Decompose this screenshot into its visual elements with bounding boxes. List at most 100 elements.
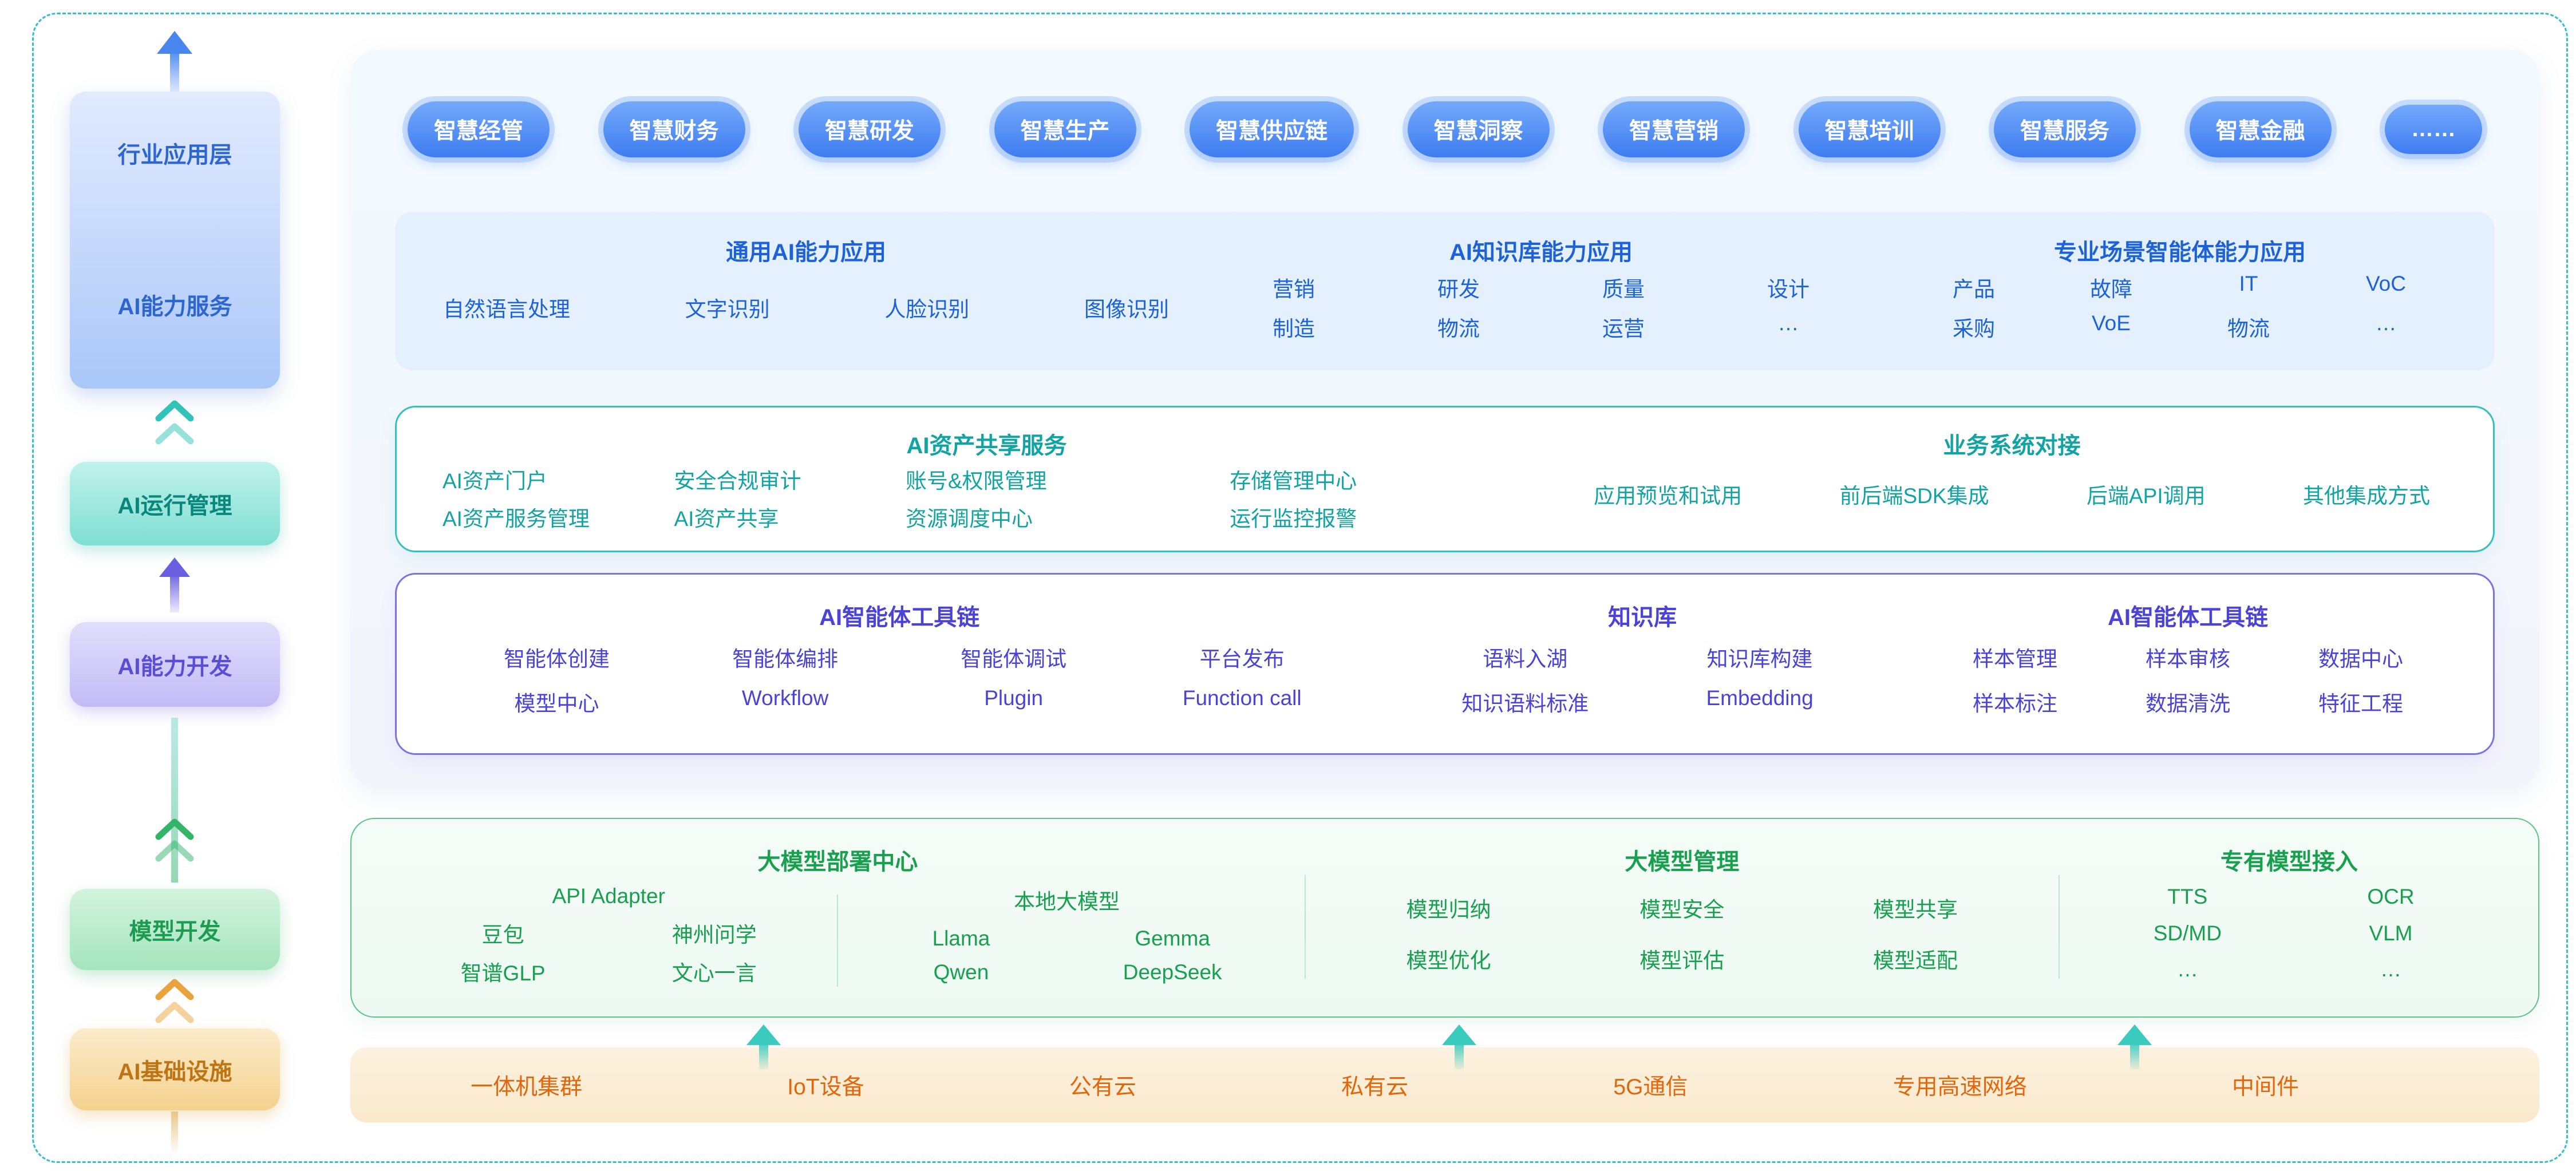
asset-share-group: AI资产共享服务 AI资产门户 安全合规审计 账号&权限管理 存储管理中心 AI… xyxy=(442,427,1531,531)
dev-item: 知识库构建 xyxy=(1706,647,1813,671)
vertical-divider xyxy=(837,895,839,987)
industry-app-pill: 智慧供应链 xyxy=(1190,101,1354,157)
knowledge-base-group: 知识库 语料入湖 知识库构建 知识语料标准 Embedding xyxy=(1408,599,1877,727)
model-item: DeepSeek xyxy=(1123,960,1222,984)
layer-label: AI运行管理 xyxy=(117,493,232,519)
runtime-item: 运行监控报警 xyxy=(1230,507,1357,531)
capability-item: 产品 xyxy=(1953,278,1995,301)
integration-items: 应用预览和试用 前后端SDK集成 后端API调用 其他集成方式 xyxy=(1577,460,2447,528)
model-management-group: 大模型管理 模型归纳 模型安全 模型共享 模型优化 模型评估 模型适配 xyxy=(1332,843,2032,990)
group-title: 业务系统对接 xyxy=(1943,433,2081,458)
capability-item: 物流 xyxy=(1437,317,1480,341)
dev-item: Workflow xyxy=(741,686,829,710)
dev-item: Embedding xyxy=(1706,686,1814,710)
model-item: 模型安全 xyxy=(1639,898,1725,922)
agent-toolchain-items: 智能体创建 智能体编排 智能体调试 平台发布 模型中心 Workflow Plu… xyxy=(442,632,1356,727)
runtime-item: 资源调度中心 xyxy=(905,507,1033,531)
model-item: 模型优化 xyxy=(1406,948,1491,972)
model-item: 智谱GLP xyxy=(460,961,546,985)
dev-item: 知识语料标准 xyxy=(1461,691,1589,715)
sidebar-layer-infrastructure: AI基础设施 xyxy=(70,1028,280,1110)
model-item: SD/MD xyxy=(2153,921,2222,945)
model-item: 模型评估 xyxy=(1639,948,1725,972)
runtime-item: AI资产门户 xyxy=(442,469,547,493)
layer-label-industry-app: 行业应用层 xyxy=(117,143,232,168)
up-arrow-icon xyxy=(159,557,190,612)
model-deploy-group: 大模型部署中心 API Adapter 豆包 神州问学 智谱GLP 文心一言 本… xyxy=(397,843,1278,990)
model-item: … xyxy=(2176,957,2198,981)
subgroup-title: 本地大模型 xyxy=(1014,890,1120,913)
system-integration-group: 业务系统对接 应用预览和试用 前后端SDK集成 后端API调用 其他集成方式 xyxy=(1577,427,2447,528)
layer-label: 模型开发 xyxy=(129,919,221,944)
model-development-section: 大模型部署中心 API Adapter 豆包 神州问学 智谱GLP 文心一言 本… xyxy=(350,818,2539,1018)
group-title: 通用AI能力应用 xyxy=(726,240,886,265)
capability-item: 采购 xyxy=(1953,317,1995,341)
capability-item: 运营 xyxy=(1602,317,1645,341)
dev-item: Plugin xyxy=(984,686,1044,710)
capability-item: 文字识别 xyxy=(685,297,770,321)
agent-toolchain-group: AI智能体工具链 智能体创建 智能体编排 智能体调试 平台发布 模型中心 Wor… xyxy=(442,599,1356,727)
industry-app-pill: 智慧经管 xyxy=(408,101,550,157)
runtime-management-section: AI资产共享服务 AI资产门户 安全合规审计 账号&权限管理 存储管理中心 AI… xyxy=(395,406,2495,552)
dev-item: 样本管理 xyxy=(1973,647,2057,671)
infrastructure-bar: 一体机集群 IoT设备 公有云 私有云 5G通信 专用高速网络 中间件 xyxy=(350,1047,2539,1122)
api-adapter-items: 豆包 神州问学 智谱GLP 文心一言 xyxy=(397,914,820,990)
dev-item: 样本标注 xyxy=(1973,691,2057,715)
local-models-items: Llama Gemma Qwen DeepSeek xyxy=(855,921,1278,990)
up-arrow-icon xyxy=(746,1024,781,1069)
dev-item: 数据清洗 xyxy=(2146,691,2230,715)
ai-capability-section: 通用AI能力应用 自然语言处理 文字识别 人脸识别 图像识别 AI知识库能力应用… xyxy=(395,212,2495,370)
capability-item: 图像识别 xyxy=(1084,297,1169,321)
infra-item: 5G通信 xyxy=(1613,1074,1688,1099)
model-item: VLM xyxy=(2369,921,2413,945)
group-title: AI资产共享服务 xyxy=(906,433,1067,458)
knowledge-base-items: 语料入湖 知识库构建 知识语料标准 Embedding xyxy=(1408,632,1877,727)
sidebar-layer-application: 行业应用层 AI能力服务 xyxy=(70,92,280,389)
group-title: AI智能体工具链 xyxy=(819,605,980,630)
group-title: 知识库 xyxy=(1608,605,1677,630)
group-title: AI智能体工具链 xyxy=(2108,605,2268,630)
group-title: 专有模型接入 xyxy=(2220,849,2358,875)
industry-app-pill: 智慧服务 xyxy=(1994,101,2136,157)
api-adapter-subgroup: API Adapter 豆包 神州问学 智谱GLP 文心一言 xyxy=(397,884,820,990)
model-item: OCR xyxy=(2367,885,2415,909)
knowledge-ai-items: 营销 研发 质量 设计 制造 物流 运营 … xyxy=(1211,267,1871,347)
layer-label: AI能力开发 xyxy=(117,654,232,679)
data-toolchain-group: AI智能体工具链 样本管理 样本审核 数据中心 样本标注 数据清洗 特征工程 xyxy=(1929,599,2447,727)
model-item: 模型适配 xyxy=(1872,948,1958,972)
dev-item: 数据中心 xyxy=(2318,647,2403,671)
dev-item: 样本审核 xyxy=(2146,647,2230,671)
capability-item: 设计 xyxy=(1767,278,1809,301)
chevron-up-icon xyxy=(155,979,194,1023)
capability-item: 质量 xyxy=(1602,278,1645,301)
vertical-divider xyxy=(1304,875,1306,979)
runtime-item: AI资产服务管理 xyxy=(442,507,590,531)
industry-app-pill: 智慧生产 xyxy=(994,101,1136,157)
capability-item: 制造 xyxy=(1273,317,1315,341)
runtime-item: 存储管理中心 xyxy=(1230,469,1357,493)
dev-item: 模型中心 xyxy=(514,691,599,715)
model-item: 文心一言 xyxy=(671,961,757,985)
group-title: 大模型部署中心 xyxy=(757,849,918,875)
runtime-item: 账号&权限管理 xyxy=(905,469,1047,493)
model-item: 模型归纳 xyxy=(1406,898,1491,922)
model-item: Gemma xyxy=(1135,927,1210,951)
infra-item: 公有云 xyxy=(1069,1074,1136,1099)
model-item: … xyxy=(2380,957,2401,981)
capability-item: 故障 xyxy=(2090,278,2132,301)
model-item: 豆包 xyxy=(481,923,524,947)
industry-app-pill-more: …… xyxy=(2385,105,2482,154)
model-item: 模型共享 xyxy=(1872,898,1958,922)
industry-app-pill: 智慧金融 xyxy=(2189,101,2332,157)
group-title: AI知识库能力应用 xyxy=(1449,240,1633,265)
dev-item: Function call xyxy=(1182,686,1302,710)
industry-app-pill: 智慧洞察 xyxy=(1407,101,1550,157)
runtime-item: 应用预览和试用 xyxy=(1594,484,1743,508)
runtime-item: 后端API调用 xyxy=(2086,484,2206,508)
model-item: Qwen xyxy=(933,960,989,984)
sidebar-layer-runtime: AI运行管理 xyxy=(70,462,280,545)
capability-item: 自然语言处理 xyxy=(443,297,570,321)
general-ai-items: 自然语言处理 文字识别 人脸识别 图像识别 xyxy=(435,267,1177,347)
diagram-main-area: 智慧经管 智慧财务 智慧研发 智慧生产 智慧供应链 智慧洞察 智慧营销 智慧培训… xyxy=(350,50,2539,1122)
model-item: 神州问学 xyxy=(671,923,757,947)
